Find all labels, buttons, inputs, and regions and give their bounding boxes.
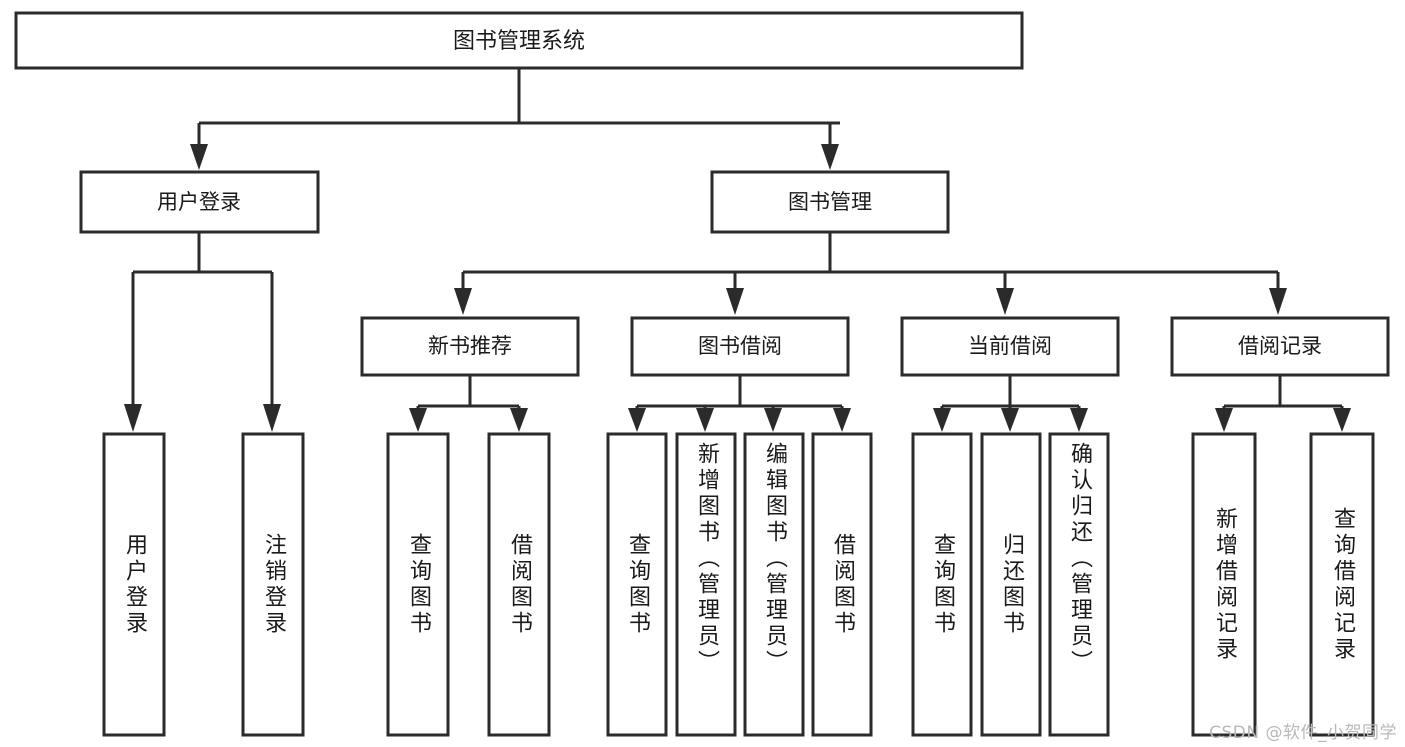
arrow-head-leaf-user-logout xyxy=(263,404,281,432)
node-user-login[interactable]: 用户登录 xyxy=(79,170,320,234)
node-leaf-query-record-box[interactable] xyxy=(1309,432,1375,737)
node-current-borrow-box[interactable] xyxy=(900,316,1120,377)
arrow-head-leaf-return-book xyxy=(1001,408,1019,432)
arrow-head-new-book-rec xyxy=(454,288,472,315)
node-root[interactable]: 图书管理系统 xyxy=(14,11,1024,70)
arrow-head-leaf-query-book-1 xyxy=(409,408,427,432)
node-leaf-user-login-box[interactable] xyxy=(102,432,166,737)
node-borrow-record-label: 借阅记录 xyxy=(1238,334,1322,358)
node-leaf-add-record-box[interactable] xyxy=(1191,432,1257,737)
arrow-head-book-borrow xyxy=(726,288,744,315)
node-borrow-record[interactable]: 借阅记录 xyxy=(1170,316,1390,377)
arrow-head-leaf-add-record xyxy=(1215,408,1233,432)
node-leaf-borrow-book-2-box[interactable] xyxy=(811,432,873,737)
node-root-box[interactable] xyxy=(14,11,1024,70)
arrow-head-leaf-add-book xyxy=(696,408,714,432)
node-book-manage[interactable]: 图书管理 xyxy=(710,170,950,234)
node-leaf-edit-book-box[interactable] xyxy=(743,432,805,737)
arrow-head-borrow-record xyxy=(1269,288,1287,315)
node-user-login-label: 用户登录 xyxy=(157,190,241,214)
node-leaf-query-book-2-box[interactable] xyxy=(606,432,668,737)
arrow-head-leaf-user-login xyxy=(124,404,142,432)
node-leaf-user-logout-box[interactable] xyxy=(241,432,305,737)
node-new-book-rec[interactable]: 新书推荐 xyxy=(360,316,580,377)
node-layer: 图书管理系统 用户登录 图书管理 新书推荐 图书借阅 xyxy=(14,11,1390,737)
node-user-login-box[interactable] xyxy=(79,170,320,234)
node-leaf-query-book-1-box[interactable] xyxy=(386,432,450,737)
arrow-head-leaf-borrow-book-2 xyxy=(833,408,851,432)
connector-layer xyxy=(124,68,1351,432)
node-new-book-rec-box[interactable] xyxy=(360,316,580,377)
arrow-head-leaf-confirm-return xyxy=(1070,408,1088,432)
node-borrow-record-box[interactable] xyxy=(1170,316,1390,377)
node-new-book-rec-label: 新书推荐 xyxy=(428,334,512,358)
arrow-head-leaf-query-record xyxy=(1333,408,1351,432)
arrow-head-leaf-query-book-2 xyxy=(628,408,646,432)
node-leaf-confirm-return-box[interactable] xyxy=(1048,432,1110,737)
node-current-borrow[interactable]: 当前借阅 xyxy=(900,316,1120,377)
node-book-borrow[interactable]: 图书借阅 xyxy=(630,316,850,377)
node-book-manage-label: 图书管理 xyxy=(788,190,872,214)
arrow-head-leaf-edit-book xyxy=(764,408,782,432)
arrow-head-current-borrow xyxy=(996,288,1014,315)
arrow-head-book-manage xyxy=(821,144,839,170)
node-leaf-return-book-box[interactable] xyxy=(980,432,1042,737)
arrow-head-leaf-query-book-3 xyxy=(933,408,951,432)
arrow-head-user-login xyxy=(190,144,208,170)
node-leaf-add-book-box[interactable] xyxy=(675,432,737,737)
node-book-borrow-box[interactable] xyxy=(630,316,850,377)
node-book-manage-box[interactable] xyxy=(710,170,950,234)
node-leaf-query-book-3-box[interactable] xyxy=(911,432,973,737)
watermark: CSDN @软件_小贺同学 xyxy=(1209,723,1397,743)
node-current-borrow-label: 当前借阅 xyxy=(968,334,1052,358)
node-root-label: 图书管理系统 xyxy=(453,29,585,54)
node-leaf-borrow-book-1-box[interactable] xyxy=(487,432,551,737)
arrow-head-leaf-borrow-book-1 xyxy=(510,408,528,432)
node-book-borrow-label: 图书借阅 xyxy=(698,334,782,358)
